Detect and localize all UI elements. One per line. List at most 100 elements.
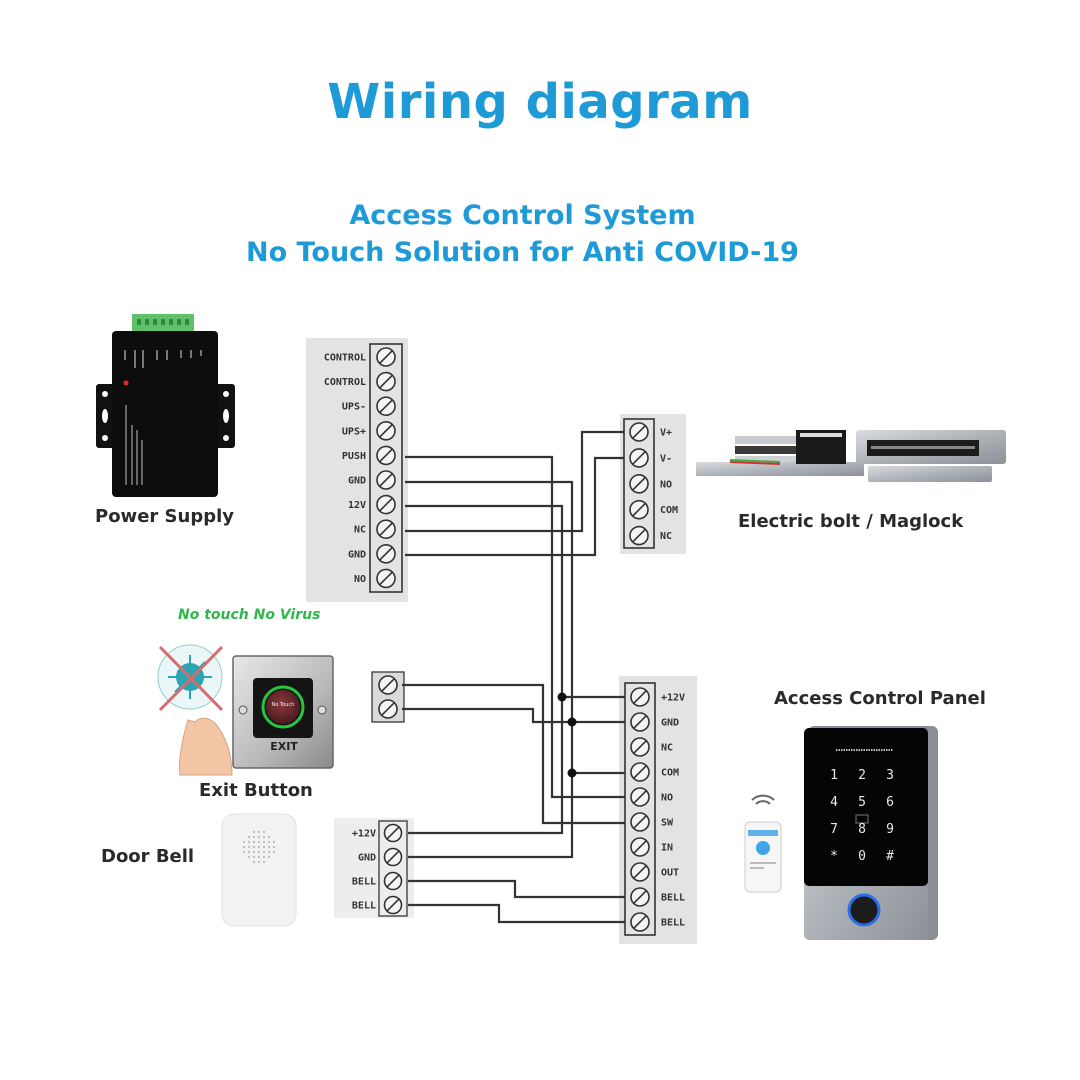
junction-dots	[557, 692, 577, 778]
keypad-key[interactable]: 8	[858, 822, 866, 837]
terminal-screw	[376, 371, 396, 392]
speaker-hole	[252, 840, 256, 844]
speaker-hole	[257, 835, 261, 839]
terminal-label: BELL	[661, 918, 685, 929]
speaker-hole	[267, 855, 271, 859]
keypad-key[interactable]: 5	[858, 795, 866, 810]
terminal-screw	[383, 895, 403, 915]
terminal-screw	[376, 494, 396, 515]
terminal-label: GND	[358, 853, 376, 864]
rfid-icon	[855, 814, 869, 824]
keypad-key[interactable]: #	[886, 849, 894, 864]
speaker-hole	[247, 840, 251, 844]
keypad-key[interactable]: 0	[858, 849, 866, 864]
terminal-label: V-	[660, 453, 672, 464]
terminal-label: NC	[660, 531, 672, 542]
keypad: 1 2 3 4 5 6 7 8 9 * 0 #	[822, 768, 912, 868]
speaker-hole	[267, 850, 271, 854]
wire-gnd-to-vminus	[405, 456, 624, 557]
wire-gnd-bus	[405, 480, 574, 859]
junction-dot	[557, 692, 567, 702]
keypad-screen	[804, 728, 928, 886]
speaker-hole	[267, 835, 271, 839]
terminal-screw	[630, 912, 650, 932]
keypad-key[interactable]: *	[830, 849, 838, 864]
terminal-label: NO	[354, 574, 366, 585]
terminal-label: BELL	[352, 877, 376, 888]
keypad-key[interactable]: 1	[830, 768, 838, 783]
wires	[402, 430, 625, 924]
speaker-hole	[242, 845, 246, 849]
wire-exit-to-sw	[402, 683, 625, 825]
speaker-hole	[242, 850, 246, 854]
terminal-label: NO	[661, 793, 673, 804]
subtitle-covid: No Touch Solution for Anti COVID-19	[246, 237, 799, 268]
speaker-hole	[272, 850, 276, 854]
keypad-key[interactable]: 2	[858, 768, 866, 783]
terminal-screw	[630, 787, 650, 807]
terminal-screw	[376, 568, 396, 589]
terminal-label: GND	[661, 718, 679, 729]
terminal-label: CONTROL	[324, 377, 366, 388]
keypad-key[interactable]: 3	[886, 768, 894, 783]
terminal-screw	[629, 525, 649, 546]
terminal-label: COM	[661, 768, 679, 779]
speaker-hole	[257, 860, 261, 864]
speaker-hole	[262, 840, 266, 844]
keypad-key[interactable]: 9	[886, 822, 894, 837]
speaker-hole	[257, 850, 261, 854]
terminal-label: CONTROL	[324, 353, 366, 364]
speaker-hole	[262, 835, 266, 839]
speaker-hole	[252, 850, 256, 854]
exit-button-label: Exit Button	[199, 780, 313, 801]
speaker-hole	[272, 845, 276, 849]
power-led	[123, 380, 129, 386]
maglock-device	[856, 430, 1006, 482]
speaker-hole	[257, 855, 261, 859]
keypad-key[interactable]: 4	[830, 795, 838, 810]
terminal-screw	[376, 470, 396, 490]
terminal-label: V+	[660, 428, 672, 439]
smartphone-device	[744, 794, 782, 893]
keypad-key[interactable]: 6	[886, 795, 894, 810]
terminal-label: UPS-	[342, 402, 366, 413]
fingerprint-sensor	[847, 893, 881, 927]
terminal-screw	[376, 347, 396, 367]
hand-icon	[179, 717, 233, 776]
speaker-hole	[262, 830, 266, 834]
terminal-screw	[378, 675, 398, 695]
wifi-icon	[755, 800, 771, 805]
junction-dot	[567, 768, 577, 778]
terminal-label: BELL	[661, 893, 685, 904]
terminal-screw	[630, 687, 650, 707]
speaker-hole	[262, 860, 266, 864]
speaker-hole	[252, 845, 256, 849]
terminal-screw	[629, 499, 649, 520]
keypad-key[interactable]: 7	[830, 822, 838, 837]
terminal-screw	[376, 543, 396, 564]
terminal-screw	[378, 699, 398, 719]
speaker-hole	[262, 845, 266, 849]
access-panel-label: Access Control Panel	[774, 688, 986, 709]
speaker-hole	[257, 840, 261, 844]
terminal-label: 12V	[348, 500, 366, 511]
wire-12v-bus	[405, 504, 564, 835]
terminal-screw	[376, 396, 396, 417]
speaker-hole	[252, 835, 256, 839]
speaker-hole	[257, 845, 261, 849]
door-bell-label: Door Bell	[101, 846, 195, 867]
no-touch-button-text: No Touch	[271, 702, 295, 708]
panel-terminal-block	[619, 676, 697, 944]
terminal-label: SW	[661, 818, 674, 829]
terminal-screw	[629, 448, 649, 468]
junction-dot	[567, 717, 577, 727]
terminal-screw	[629, 473, 649, 494]
terminal-screw	[376, 420, 396, 441]
terminal-screw	[630, 887, 650, 907]
speaker-hole	[252, 830, 256, 834]
terminal-screw	[630, 737, 650, 757]
terminal-label: OUT	[661, 868, 679, 879]
terminal-screw	[629, 422, 649, 442]
speaker-hole	[267, 845, 271, 849]
